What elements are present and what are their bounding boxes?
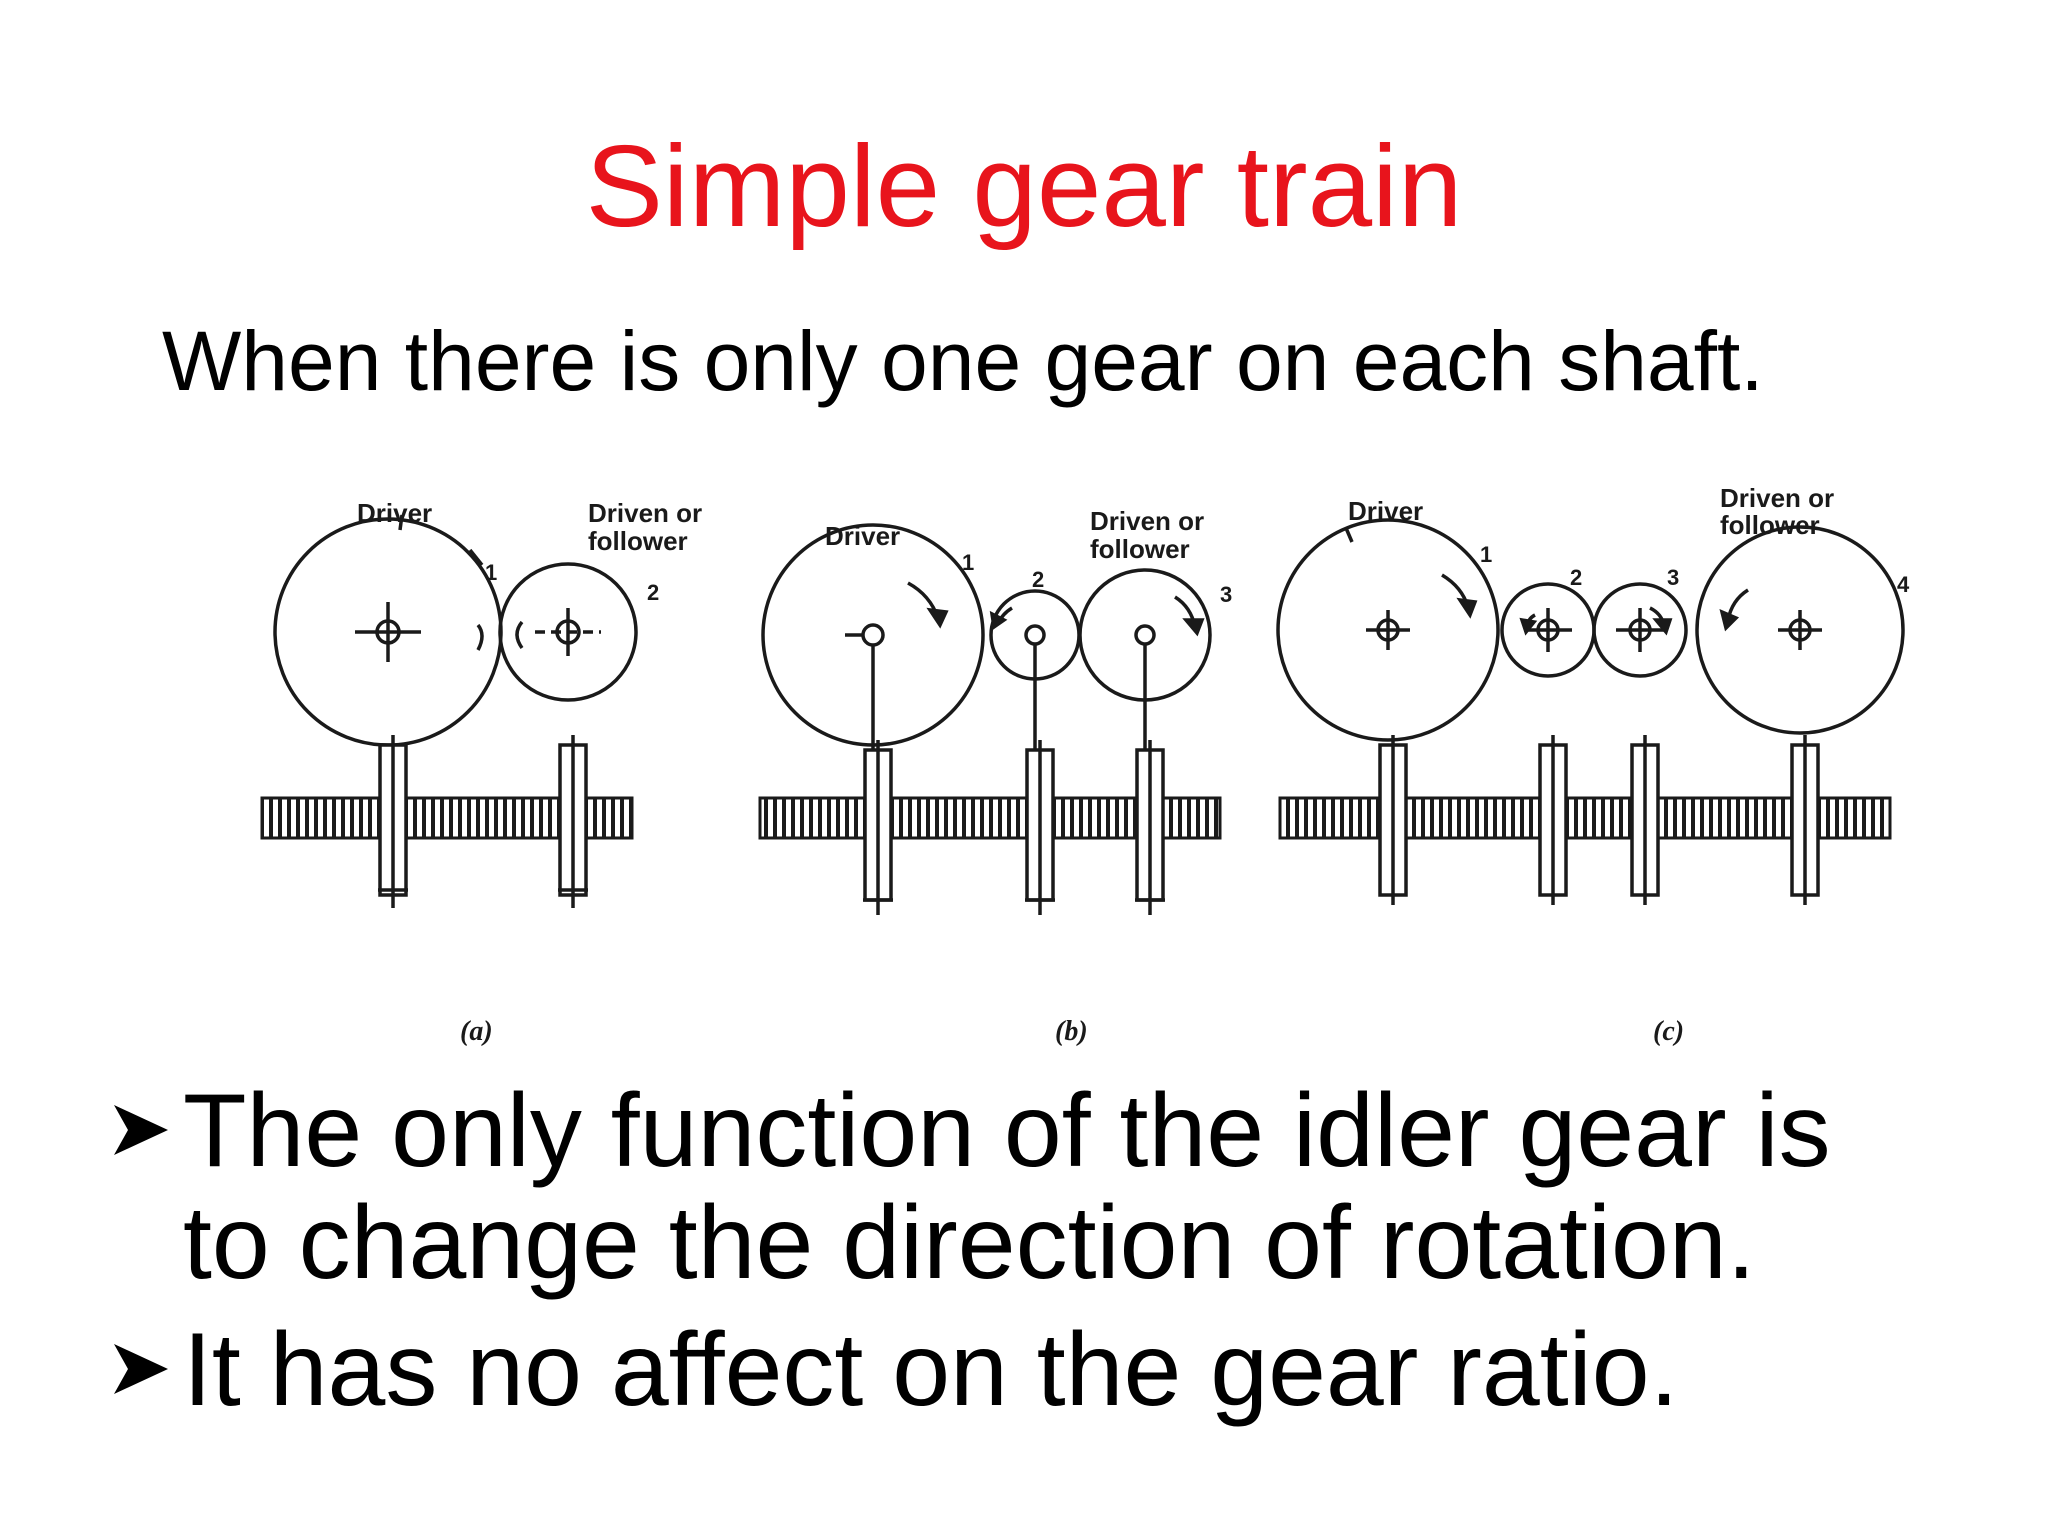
caption-a: (a) — [460, 1016, 493, 1047]
follower-gear-c — [1695, 525, 1905, 735]
gear-number-a-1: 1 — [485, 560, 497, 585]
caption-c: (c) — [1653, 1016, 1684, 1047]
follower-gear-a — [498, 562, 638, 702]
slide-title: Simple gear train — [585, 121, 1463, 251]
driven-label-c-1: Driven or — [1720, 483, 1834, 513]
driver-label-b: Driver — [825, 521, 900, 551]
gear-number-c-1: 1 — [1480, 542, 1492, 567]
gear-number-b-3: 3 — [1220, 582, 1232, 607]
panel-a — [260, 514, 638, 908]
driven-label-a-2: follower — [588, 526, 688, 556]
gear-number-b-2: 2 — [1032, 567, 1044, 592]
gear-number-b-1: 1 — [962, 550, 974, 575]
bullet-item-idler-function: The only function of the idler gear is t… — [108, 1075, 2008, 1300]
gear-train-diagram: Driver Driven or follower 1 2 (a) Driver… — [260, 483, 1910, 1047]
bullet-1-line-2: to change the direction of rotation. — [183, 1185, 1756, 1302]
bullet-item-gear-ratio: It has no affect on the gear ratio. — [108, 1311, 2008, 1428]
driven-label-a-1: Driven or — [588, 498, 702, 528]
panel-b — [758, 523, 1222, 915]
bullet-2-line-1: It has no affect on the gear ratio. — [183, 1311, 1679, 1428]
caption-b: (b) — [1055, 1016, 1088, 1047]
driven-label-b-2: follower — [1090, 534, 1190, 564]
gear-number-c-4: 4 — [1897, 572, 1910, 597]
gear-train-figure: Driver Driven or follower 1 2 (a) Driver… — [170, 450, 1970, 1060]
gear-number-c-3: 3 — [1667, 565, 1679, 590]
bullet-1-line-1: The only function of the idler gear is — [183, 1073, 1831, 1189]
arrowhead-bullet-icon — [114, 1105, 168, 1155]
arrowhead-bullet-icon — [114, 1343, 168, 1394]
driver-label-a: Driver — [357, 498, 432, 528]
idler-gear-c3 — [1592, 582, 1688, 678]
gear-number-a-2: 2 — [647, 580, 659, 605]
panel-c — [1276, 518, 1905, 905]
shaft-center-a1 — [355, 602, 421, 662]
driver-label-c: Driver — [1348, 496, 1423, 526]
driver-gear-c — [1276, 518, 1500, 742]
gear-number-c-2: 2 — [1570, 565, 1582, 590]
shaft-center-a2 — [535, 608, 601, 656]
subtitle: When there is only one gear on each shaf… — [162, 314, 1764, 408]
driven-label-c-2: follower — [1720, 510, 1820, 540]
driven-label-b-1: Driven or — [1090, 506, 1204, 536]
bullet-list: The only function of the idler gear is t… — [108, 1075, 2008, 1426]
